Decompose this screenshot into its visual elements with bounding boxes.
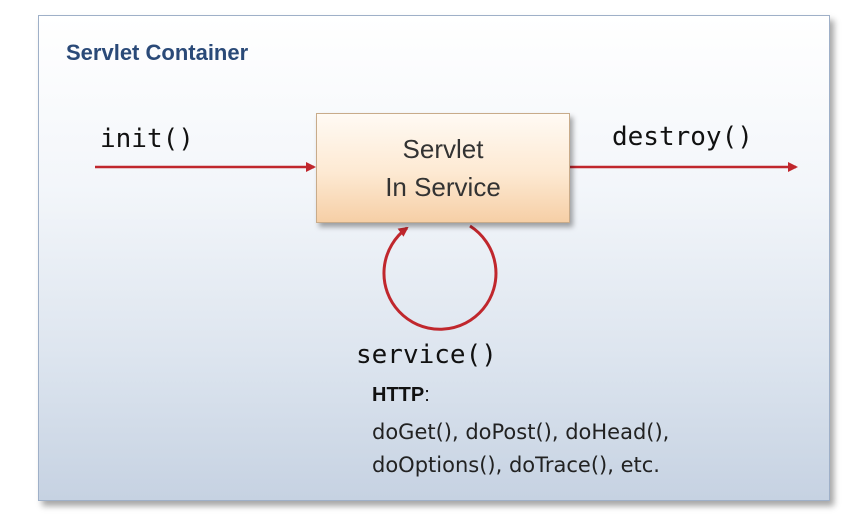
container-title: Servlet Container — [66, 40, 249, 65]
http-methods-line2: doOptions(), doTrace(), etc. — [372, 453, 660, 477]
servlet-box-line2: In Service — [385, 172, 501, 202]
servlet-container — [38, 15, 830, 501]
service-label: service() — [356, 340, 497, 370]
http-label: HTTP: — [372, 384, 430, 407]
http-prefix: HTTP — [372, 384, 425, 406]
http-methods-line1: doGet(), doPost(), doHead(), — [372, 420, 670, 444]
http-suffix: : — [424, 384, 430, 406]
init-label: init() — [100, 124, 194, 154]
servlet-box-line1: Servlet — [402, 134, 484, 164]
destroy-label: destroy() — [612, 122, 753, 152]
servlet-in-service-box: Servlet In Service — [316, 113, 570, 223]
service-loop-arrow — [382, 224, 498, 331]
